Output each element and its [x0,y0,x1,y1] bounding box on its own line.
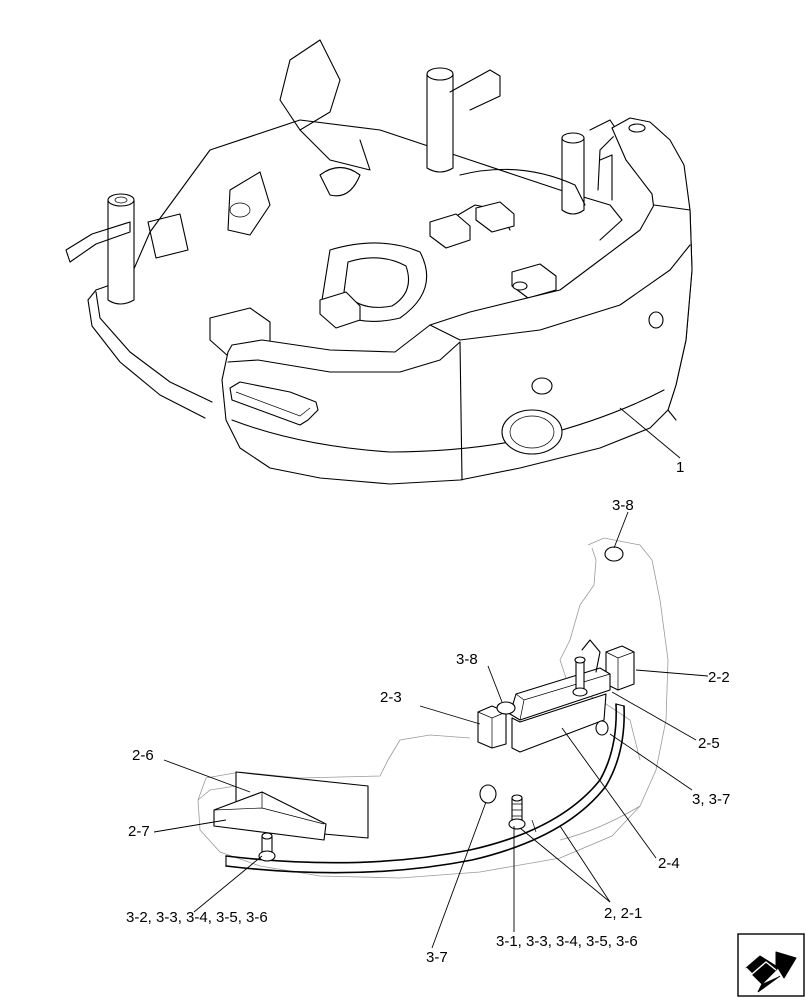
counterweight-top-view [221,117,693,485]
callout-2-6: 2-6 [132,747,154,764]
plug-3-8-top [604,546,624,562]
callout-2-2: 2-2 [708,669,730,686]
bolt-3-1 [508,794,526,830]
callout-2-3: 2-3 [380,689,402,706]
plug-3-7 [479,784,497,804]
callout-1: 1 [676,459,684,476]
leader-line-1 [619,407,681,459]
callout-3-8-top: 3-8 [612,497,634,514]
leader-lines [153,511,709,949]
callout-3-3-7: 3, 3-7 [692,791,730,808]
callout-3-1-set: 3-1, 3-3, 3-4, 3-5, 3-6 [496,933,638,950]
callout-2-7: 2-7 [128,823,150,840]
callout-2-5: 2-5 [698,735,720,752]
callout-3-8-mid: 3-8 [456,651,478,668]
part-2-4-bar [509,667,611,721]
plug-3-8-mid [496,701,516,715]
callout-2-2-1: 2, 2-1 [604,905,642,922]
callout-3-2-set: 3-2, 3-3, 3-4, 3-5, 3-6 [126,909,268,926]
next-page-arrow-icon[interactable] [737,933,805,997]
bolt-3-2 [258,832,276,862]
rail-2 [225,703,617,864]
callout-3-7: 3-7 [426,949,448,966]
hole-3-3-7 [595,720,609,736]
callout-2-4: 2-4 [658,855,680,872]
upper-frame-assembly [65,39,623,419]
